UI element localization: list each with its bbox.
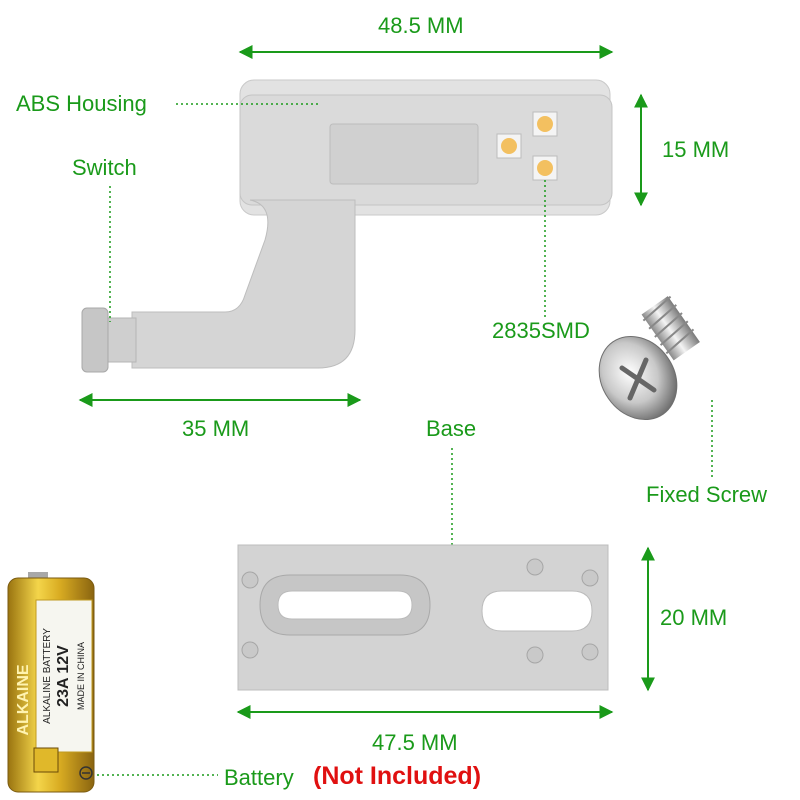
base-height-label: 20 MM — [660, 605, 728, 630]
smd-led-chips — [496, 111, 558, 181]
battery-type: ALKALINE BATTERY — [42, 628, 53, 724]
arm-length-label: 35 MM — [182, 416, 250, 441]
base-label: Base — [426, 416, 477, 441]
fixed-screw-label: Fixed Screw — [646, 482, 768, 507]
battery-origin: MADE IN CHINA — [76, 642, 86, 710]
base-plate — [237, 544, 609, 691]
housing-width-label: 48.5 MM — [378, 13, 464, 38]
fixed-screw — [598, 295, 700, 421]
base-width-label: 47.5 MM — [372, 730, 458, 755]
battery-model: 23A 12V — [55, 645, 72, 707]
smd-label: 2835SMD — [492, 318, 590, 343]
abs-housing-label: ABS Housing — [16, 91, 147, 116]
battery-label: Battery — [224, 765, 294, 790]
battery-brand: ALKAINE — [15, 664, 32, 735]
housing-height-label: 15 MM — [662, 137, 730, 162]
battery-23a: ALKAINE ALKALINE BATTERY 23A 12V MADE IN… — [7, 572, 95, 793]
led-hinge-housing — [81, 79, 613, 373]
not-included-warning: (Not Included) — [313, 762, 482, 790]
switch-label: Switch — [72, 155, 137, 180]
